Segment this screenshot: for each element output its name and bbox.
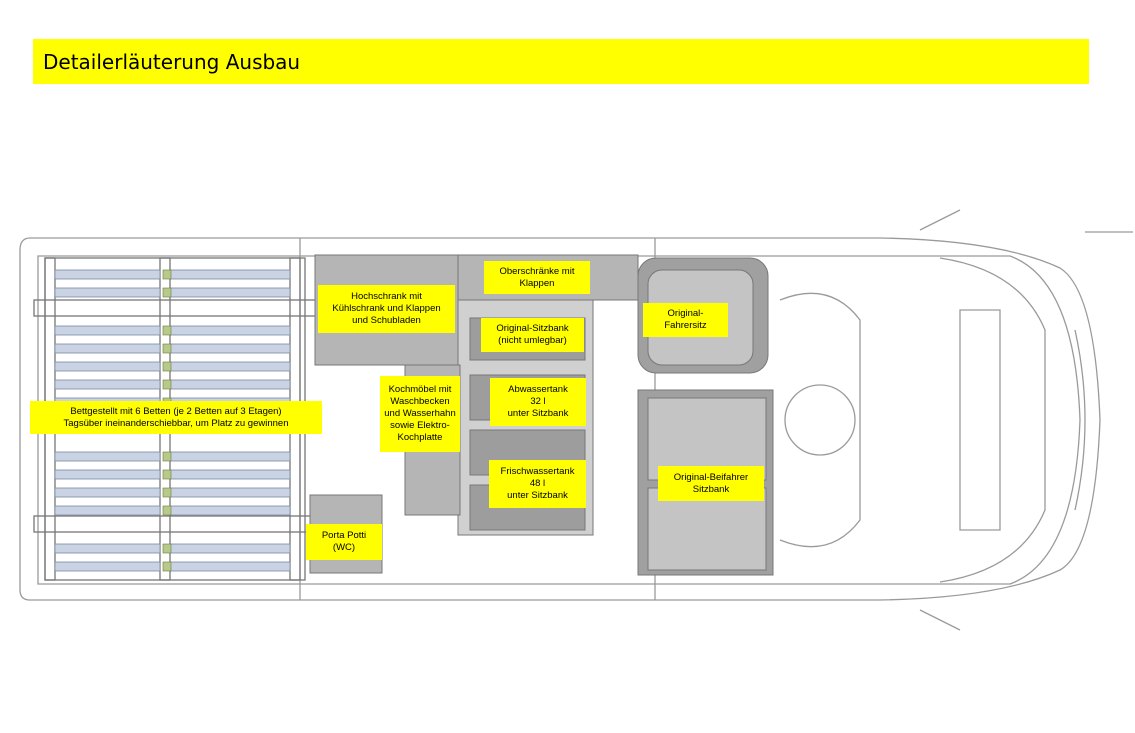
- label-porta-potti: Porta Potti (WC): [306, 524, 382, 560]
- bunk-hinge: [162, 269, 172, 280]
- label-oberschraenke: Oberschränke mit Klappen: [484, 261, 590, 294]
- bunk-slat: [54, 505, 161, 516]
- bunk-hinge: [162, 543, 172, 554]
- bunk-slat: [169, 343, 291, 354]
- bunk-slat: [169, 269, 291, 280]
- bunk-slat: [54, 287, 161, 298]
- bunk-slat: [54, 543, 161, 554]
- label-abwassertank: Abwassertank 32 l unter Sitzbank: [490, 378, 586, 426]
- bunk-slat: [169, 469, 291, 480]
- label-sitzbank: Original-Sitzbank (nicht umlegbar): [481, 318, 584, 352]
- bunk-hinge: [162, 487, 172, 498]
- label-bettgestell: Bettgestellt mit 6 Betten (je 2 Betten a…: [30, 401, 322, 434]
- bunk-slat: [54, 379, 161, 390]
- bunk-slat: [169, 505, 291, 516]
- label-hochschrank: Hochschrank mit Kühlschrank und Klappen …: [318, 285, 455, 333]
- bunk-slat: [169, 561, 291, 572]
- bunk-hinge: [162, 561, 172, 572]
- bunk-hinge: [162, 451, 172, 462]
- bunk-slat: [54, 325, 161, 336]
- bunk-slat: [169, 325, 291, 336]
- bunk-hinge: [162, 469, 172, 480]
- bunk-slat: [54, 561, 161, 572]
- bunk-hinge: [162, 287, 172, 298]
- bunk-slat: [54, 469, 161, 480]
- label-fahrersitz: Original- Fahrersitz: [643, 303, 728, 337]
- label-frischwassertank: Frischwassertank 48 l unter Sitzbank: [489, 460, 586, 508]
- bunk-hinge: [162, 505, 172, 516]
- bunk-slat: [54, 269, 161, 280]
- label-kochmoebel: Kochmöbel mit Waschbecken und Wasserhahn…: [380, 376, 460, 452]
- bunk-slat: [54, 361, 161, 372]
- bunk-slat: [54, 451, 161, 462]
- bunk-hinge: [162, 379, 172, 390]
- bunk-slat: [54, 487, 161, 498]
- title-bar: Detailerläuterung Ausbau: [33, 39, 1089, 84]
- bunk-slat: [169, 543, 291, 554]
- bunk-slat: [169, 451, 291, 462]
- bunk-hinge: [162, 343, 172, 354]
- bunk-hinge: [162, 325, 172, 336]
- label-beifahrer: Original-Beifahrer Sitzbank: [658, 466, 764, 501]
- bunk-hinge: [162, 361, 172, 372]
- bunk-slat: [169, 287, 291, 298]
- bunk-slat: [169, 487, 291, 498]
- bunk-slat: [54, 343, 161, 354]
- bunk-slat: [169, 379, 291, 390]
- bunk-slat: [169, 361, 291, 372]
- page-title: Detailerläuterung Ausbau: [43, 50, 301, 74]
